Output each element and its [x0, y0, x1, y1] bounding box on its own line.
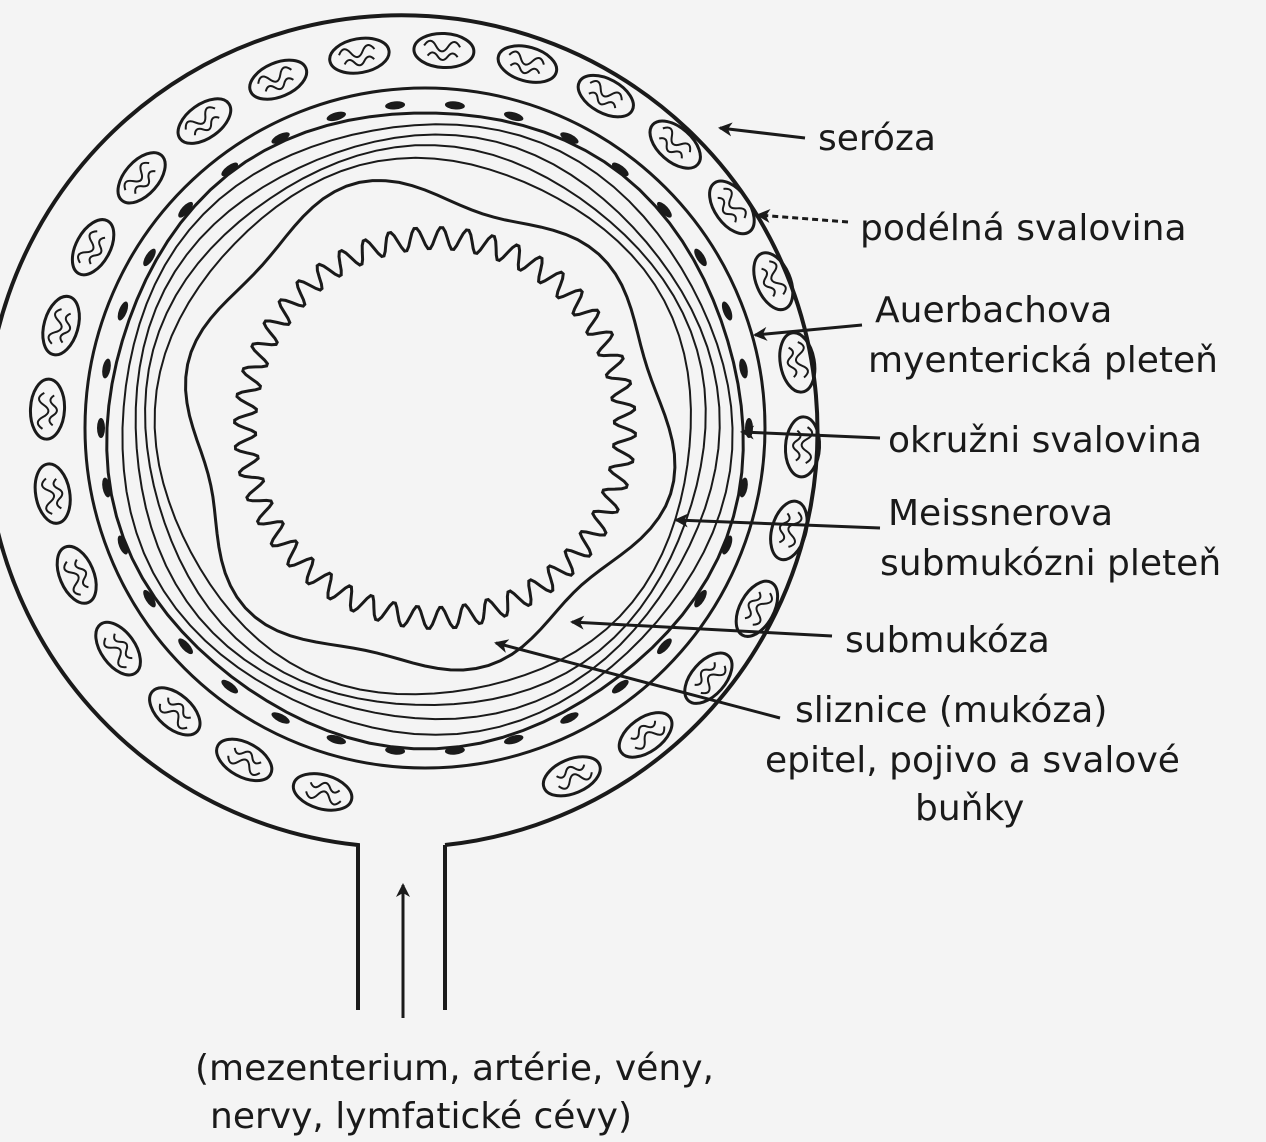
label-sliznice-3: buňky — [915, 788, 1024, 829]
muscle-cell — [538, 749, 606, 804]
label-sliznice-2: epitel, pojivo a svalové — [765, 740, 1180, 781]
label-mezenterium-2: nervy, lymfatické cévy) — [210, 1096, 632, 1137]
muscle-cell — [764, 497, 813, 564]
label-okruzni: okružni svalovina — [888, 420, 1202, 461]
muscle-ring — [107, 113, 743, 749]
label-meissner-1: Meissnerova — [888, 493, 1113, 534]
plexus-mark — [176, 636, 195, 656]
myenteric-plexus-marks — [97, 100, 753, 755]
muscle-cell — [64, 213, 123, 282]
plexus-mark — [385, 100, 406, 110]
plexus-mark — [692, 247, 709, 268]
muscle-cell — [571, 67, 640, 126]
mucosa-epithelium — [235, 228, 636, 629]
muscle-ring — [145, 145, 706, 705]
label-sliznice-1: sliznice (mukóza) — [795, 690, 1107, 731]
muscle-cell — [37, 292, 86, 359]
muscle-cell — [611, 704, 680, 767]
label-auerbach-1: Auerbachova — [875, 290, 1112, 331]
plexus-mark — [101, 358, 113, 379]
serosa-outline — [0, 15, 818, 1010]
arrow-podelna — [758, 215, 848, 222]
muscle-cell — [170, 90, 239, 153]
muscle-cell — [494, 40, 561, 89]
muscle-cell — [327, 34, 392, 78]
muscle-cell — [31, 461, 75, 526]
label-auerbach-2: myenterická pleteň — [868, 340, 1218, 381]
plexus-mark — [655, 636, 674, 656]
plexus-mark — [445, 100, 466, 110]
arrow-auerbach — [755, 325, 862, 335]
muscle-cell — [746, 247, 801, 315]
muscle-cell — [676, 644, 741, 711]
muscle-cell — [413, 32, 475, 69]
muscle-cell — [49, 541, 104, 609]
plexus-mark — [141, 247, 158, 268]
label-submukoza: submukóza — [845, 620, 1050, 661]
circular-muscle-rings — [107, 113, 743, 749]
muscle-cell — [641, 112, 708, 177]
plexus-mark — [745, 418, 753, 438]
plexus-mark — [738, 358, 750, 379]
label-podelna: podélná svalovina — [860, 208, 1187, 249]
muscle-cell — [109, 144, 174, 211]
label-meissner-2: submukózni pleteň — [880, 543, 1221, 584]
muscle-ring — [136, 135, 720, 720]
arrow-meissner — [676, 520, 880, 528]
submucosa-boundary — [186, 181, 675, 670]
arrow-seroza — [720, 128, 805, 138]
muscle-cell — [210, 731, 279, 790]
muscle-cell — [29, 378, 66, 440]
label-mezenterium-1: (mezenterium, artérie, vény, — [195, 1048, 714, 1089]
label-seroza: seróza — [818, 118, 936, 159]
muscle-cell — [87, 614, 150, 683]
arrow-sliznice — [496, 643, 780, 718]
muscle-cell — [244, 52, 312, 107]
muscle-cell — [141, 679, 208, 744]
muscle-ring — [123, 124, 733, 735]
muscle-cell — [289, 767, 356, 816]
plexus-mark — [97, 418, 105, 438]
